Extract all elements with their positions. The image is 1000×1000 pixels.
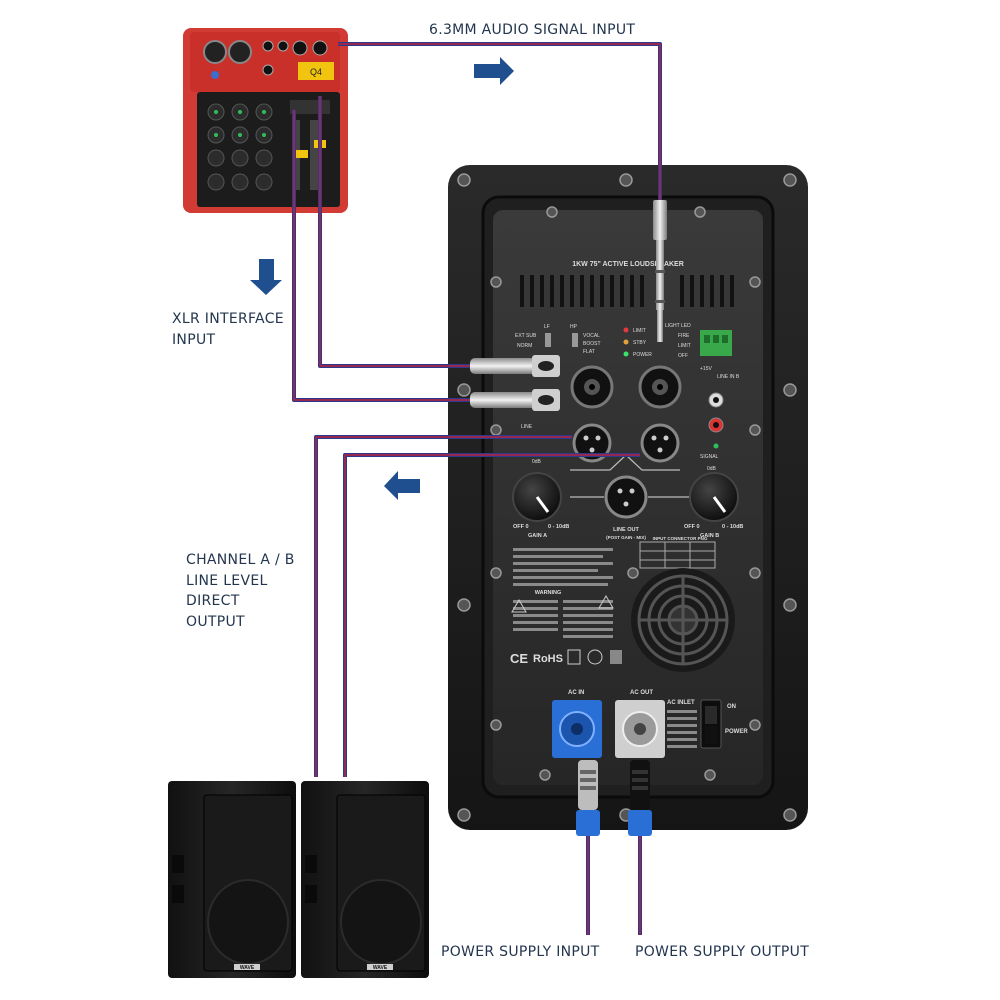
- xlr-label-line-2: INPUT: [172, 331, 216, 348]
- powercon-plug-out: [628, 760, 652, 836]
- channel-output-label: CHANNEL A / B LINE LEVEL DIRECT OUTPUT: [186, 550, 295, 632]
- speaker-right-brand: WAVE: [373, 965, 388, 971]
- label-off-a: OFF 0: [513, 524, 529, 530]
- label-off-b: OFF 0: [684, 524, 700, 530]
- chan-label-line-2: LINE LEVEL: [186, 572, 268, 589]
- label-limit: LIMIT: [633, 328, 646, 334]
- xlr-plug-2: [470, 389, 560, 411]
- label-boost: BOOST: [583, 341, 601, 347]
- label-odb-a: 0dB: [532, 459, 542, 465]
- label-max-a: 0 - 10dB: [548, 524, 569, 530]
- label-hp: HP: [570, 324, 578, 330]
- xlr-plug-1: [470, 355, 560, 377]
- label-rohs: RoHS: [533, 653, 563, 665]
- arrow-left-icon: [384, 471, 420, 500]
- label-gain-a: GAIN A: [528, 533, 547, 539]
- label-on: ON: [727, 704, 736, 710]
- label-light-led: LIGHT LED: [665, 323, 691, 329]
- label-norm: NORM: [517, 343, 532, 349]
- arrow-down-icon: [250, 259, 282, 295]
- label-vocal: VOCAL: [583, 333, 600, 339]
- label-line: LINE: [521, 424, 533, 430]
- xlr-out-a: [572, 423, 612, 463]
- speaker-right: WAVE: [301, 781, 429, 978]
- signal-input-label: 6.3MM AUDIO SIGNAL INPUT: [429, 22, 636, 38]
- xlr-out-b: [640, 423, 680, 463]
- mixer-badge: Q4: [310, 67, 322, 77]
- label-input-connector: INPUT CONNECTOR PNG: [653, 536, 708, 541]
- label-line-out: LINE OUT: [613, 527, 639, 533]
- label-v15: +15V: [700, 366, 712, 372]
- label-fire: FIRE: [678, 333, 690, 339]
- label-flat: FLAT: [583, 349, 595, 355]
- label-ext-sub: EXT SUB: [515, 333, 537, 339]
- label-gain-b: GAIN B: [700, 533, 719, 539]
- label-line-in-b: LINE IN B: [717, 374, 740, 380]
- combo-jack-b: [638, 365, 682, 409]
- label-max-b: 0 - 10dB: [722, 524, 743, 530]
- label-warning: WARNING: [535, 590, 562, 596]
- label-ac-out: AC OUT: [630, 690, 653, 696]
- cooling-fan: [631, 568, 735, 672]
- power-input-label: POWER SUPPLY INPUT: [441, 944, 600, 960]
- gain-knob-a: [512, 472, 562, 522]
- xlr-line-out: [604, 475, 648, 519]
- power-switch: [700, 699, 722, 749]
- label-ac-inlet: AC INLET: [667, 700, 695, 706]
- xlr-label-line-1: XLR INTERFACE: [172, 311, 284, 327]
- speaker-left-brand: WAVE: [240, 965, 255, 971]
- label-line-out-sub: (POST GAIN - MIX): [606, 535, 646, 540]
- gain-knob-b: [689, 472, 739, 522]
- combo-jack-a: [570, 365, 614, 409]
- powercon-plug-in: [576, 760, 600, 836]
- power-output-label: POWER SUPPLY OUTPUT: [635, 944, 810, 960]
- jack-plug: [653, 200, 667, 342]
- label-power-led: POWER: [633, 352, 652, 358]
- ac-out-socket: [615, 700, 665, 758]
- label-ac-in: AC IN: [568, 690, 584, 696]
- label-power: POWER: [725, 729, 748, 735]
- speaker-left: WAVE: [168, 781, 296, 978]
- mixer: Q4: [183, 28, 348, 213]
- arrow-right-icon: [474, 57, 514, 85]
- chan-label-line-3: DIRECT: [186, 593, 240, 609]
- label-lf: LF: [544, 324, 550, 330]
- label-ce: CE: [510, 651, 528, 666]
- label-stby: STBY: [633, 340, 647, 346]
- xlr-interface-label: XLR INTERFACE INPUT: [172, 309, 284, 350]
- label-limit2: LIMIT: [678, 343, 691, 349]
- panel-model: 1KW 75" ACTIVE LOUDSPEAKER: [572, 261, 684, 268]
- chan-label-line-4: OUTPUT: [186, 613, 245, 630]
- label-odb-b: 0dB: [707, 466, 717, 472]
- chan-label-line-1: CHANNEL A / B: [186, 552, 295, 568]
- label-off: OFF: [678, 353, 688, 359]
- ac-in-socket: [552, 700, 602, 758]
- amp-panel: 1KW 75" ACTIVE LOUDSPEAKER EXT SUB NORM …: [448, 165, 808, 830]
- label-signal: SIGNAL: [700, 454, 719, 460]
- cables: [292, 42, 662, 935]
